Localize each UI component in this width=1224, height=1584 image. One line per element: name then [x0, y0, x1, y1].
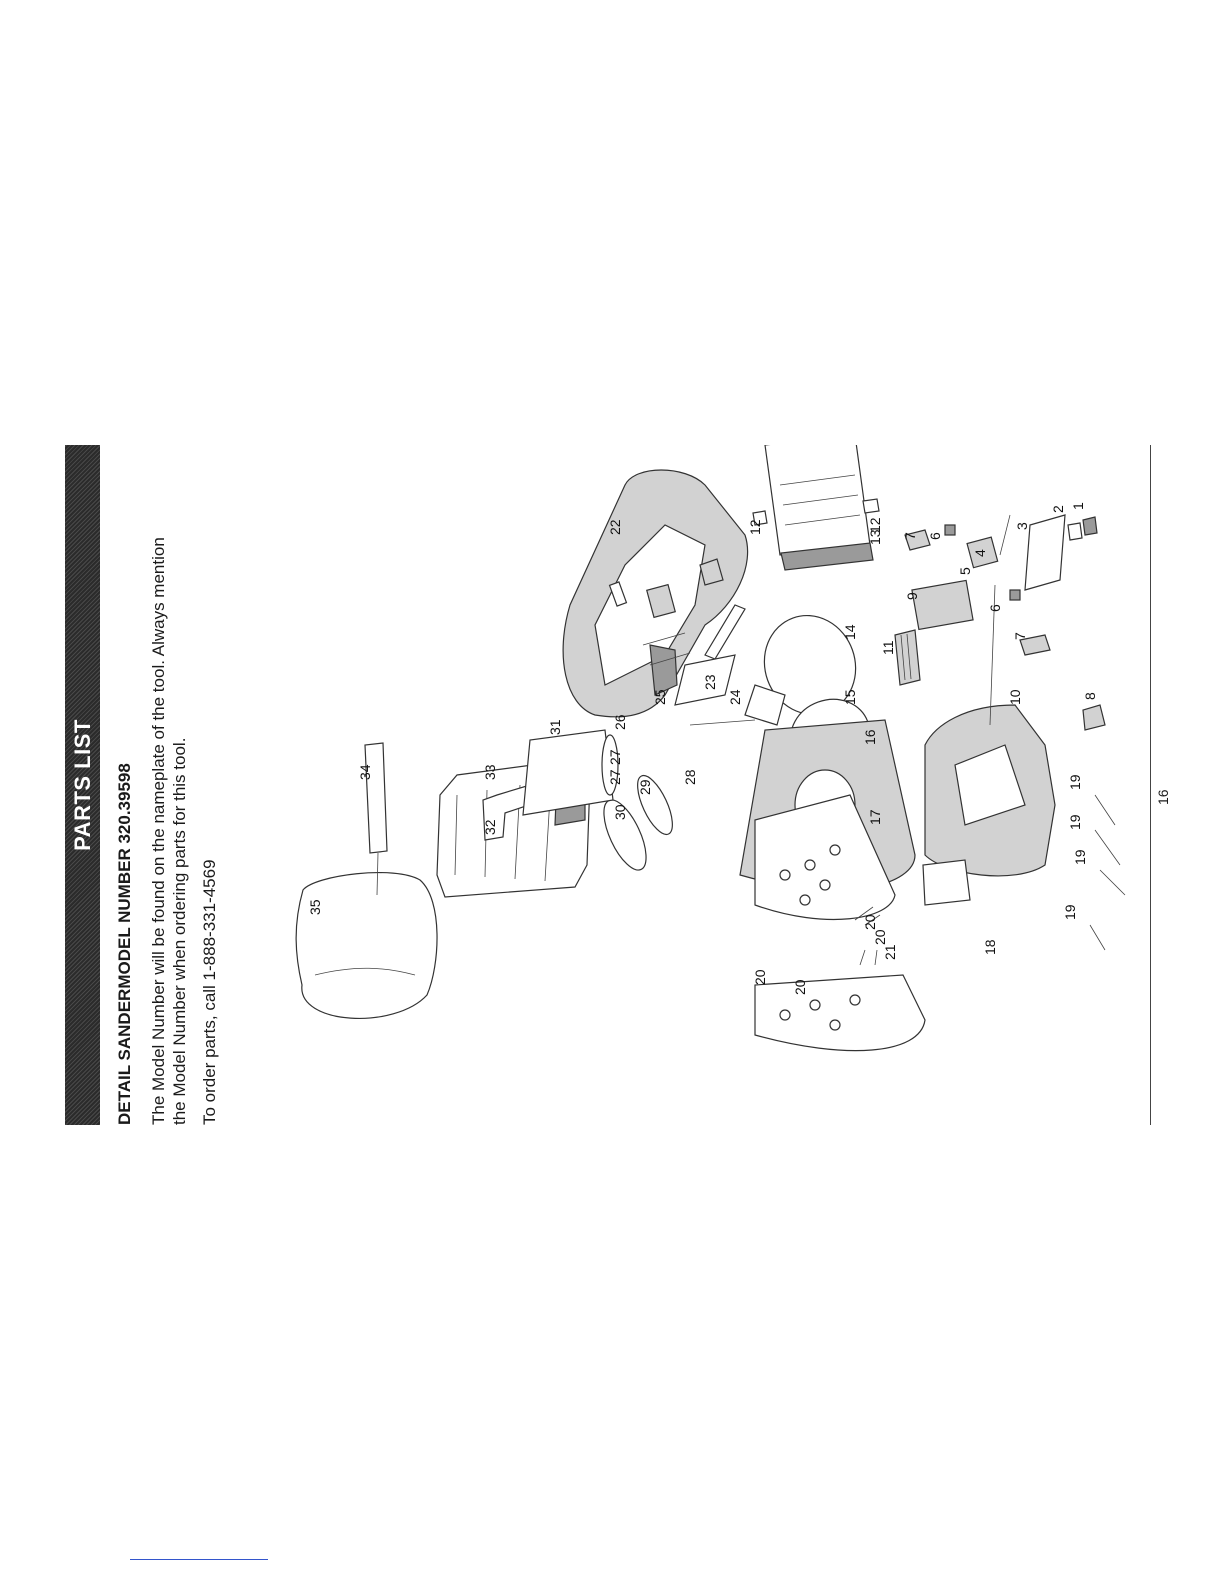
part-cover-23	[699, 558, 724, 586]
callout-13: 13	[867, 529, 883, 545]
part-switch-5	[966, 536, 999, 569]
callout-35: 35	[307, 899, 323, 915]
callout-32: 32	[482, 819, 498, 835]
part-latch-2	[1067, 522, 1083, 541]
part-nozzle-31	[522, 729, 614, 816]
part-screw-19	[1089, 794, 1126, 951]
callout-12b: 12	[867, 517, 883, 533]
part-screw-20	[854, 906, 881, 966]
callout-10: 10	[1007, 689, 1023, 705]
part-screw-27a	[642, 632, 686, 646]
callout-16: 16	[862, 729, 878, 745]
part-rod-10	[989, 584, 996, 726]
part-clip-26	[608, 581, 628, 607]
callout-19d: 19	[1062, 904, 1078, 920]
callout-30: 30	[612, 804, 628, 820]
callout-22: 22	[607, 519, 623, 535]
callout-27a: 27	[607, 749, 623, 765]
callout-23: 23	[702, 674, 718, 690]
callout-21: 21	[882, 944, 898, 960]
part-latch-1	[1082, 516, 1098, 536]
callout-17: 17	[867, 809, 883, 825]
callout-29: 29	[637, 779, 653, 795]
part-contact-6a	[1009, 589, 1021, 601]
callout-11: 11	[880, 640, 896, 655]
part-ring-small	[637, 774, 673, 836]
part-brush-12a	[752, 510, 768, 526]
callout-25: 25	[652, 689, 668, 705]
part-pin-24	[704, 604, 746, 660]
rotated-content: PARTS LIST DETAIL SANDERMODEL NUMBER 320…	[65, 445, 1171, 1125]
part-cushion-11	[894, 629, 921, 686]
callout-7a: 7	[902, 532, 918, 540]
part-brush-12b	[862, 498, 880, 514]
callout-2: 2	[1050, 505, 1066, 513]
callout-6a: 6	[927, 532, 943, 540]
callout-33: 33	[482, 764, 498, 780]
callout-20d: 20	[792, 979, 808, 995]
callout-15: 15	[842, 689, 858, 705]
callout-20c: 20	[752, 969, 768, 985]
callout-20a: 20	[862, 914, 878, 930]
part-pad-17	[754, 794, 896, 921]
callout-1: 1	[1070, 502, 1086, 510]
callout-27b: 27	[607, 769, 623, 785]
part-tube-34	[364, 742, 388, 854]
part-bracket-28	[674, 654, 736, 706]
callout-7b: 7	[1012, 632, 1028, 640]
part-tab-7a	[1019, 634, 1051, 656]
part-knob-8	[1082, 704, 1106, 731]
callout-4: 4	[972, 549, 988, 557]
callout-31: 31	[547, 719, 563, 735]
part-screw-27b	[649, 652, 691, 666]
callout-12a: 12	[747, 519, 763, 535]
part-spring-4	[999, 514, 1011, 556]
page-number: 16	[1155, 789, 1171, 805]
callout-26: 26	[612, 714, 628, 730]
callout-3: 3	[1014, 522, 1030, 530]
callout-20b: 20	[872, 929, 888, 945]
callout-14: 14	[842, 624, 858, 640]
part-dust-bag	[295, 871, 438, 1019]
callout-19a: 19	[1067, 774, 1083, 790]
part-sheet-21	[754, 974, 926, 1052]
part-switch-25	[646, 583, 676, 619]
bottom-rule-line	[130, 1559, 268, 1560]
part-pcb-9	[911, 579, 974, 631]
callout-28: 28	[682, 769, 698, 785]
callout-5: 5	[957, 567, 973, 575]
callout-8: 8	[1082, 692, 1098, 700]
part-tab-7b	[904, 529, 931, 551]
part-contact-6b	[944, 524, 956, 536]
callout-6b: 6	[987, 604, 1003, 612]
part-cover-3	[1024, 514, 1066, 591]
exploded-parts-diagram: 1 2 3 4 5 6 6 7 7 8 9 10 11 12 12 13 14 …	[295, 445, 1126, 1052]
callout-18: 18	[982, 939, 998, 955]
callout-19b: 19	[1067, 814, 1083, 830]
footer-rule	[1150, 445, 1151, 1125]
callout-9: 9	[904, 592, 920, 600]
callout-19c: 19	[1072, 849, 1088, 865]
callout-34: 34	[357, 764, 373, 780]
callout-24: 24	[727, 689, 743, 705]
